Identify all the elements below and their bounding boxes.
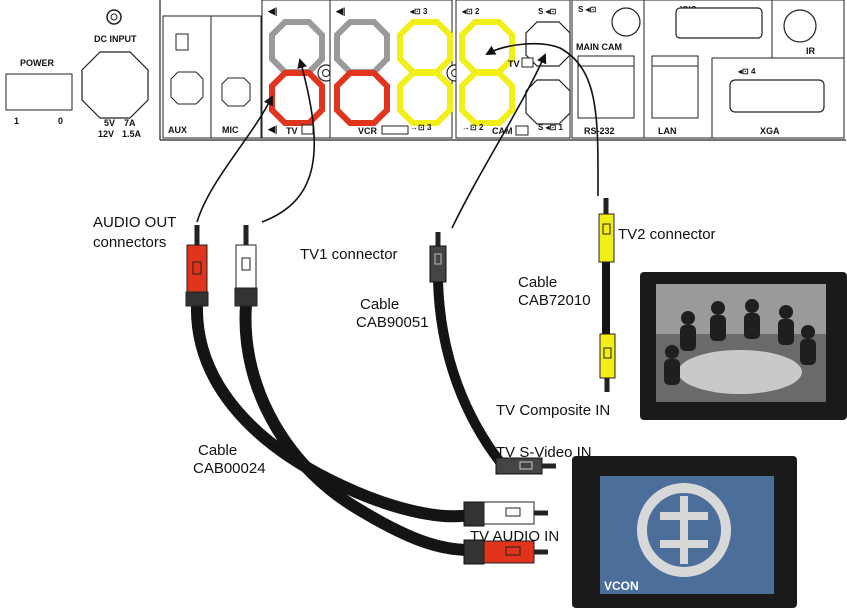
aux-port-icon <box>176 34 188 50</box>
tv-audio-left-jack <box>272 22 322 72</box>
svideo-in-jack <box>526 80 570 124</box>
power-off-label: 0 <box>58 116 63 126</box>
cam-in-2-label: ◂⊡ 2 <box>461 7 480 16</box>
rs232-label: RS-232 <box>584 126 615 136</box>
vcr-video-in-jack <box>400 22 450 72</box>
mic-section <box>211 16 261 138</box>
speaker-icon: ◀| <box>267 6 277 16</box>
cable-90051-word: Cable <box>360 296 399 313</box>
tv-icon <box>302 125 313 134</box>
aux-label: AUX <box>168 125 187 135</box>
s-out-label: S ◂⊡ 1 <box>538 123 564 132</box>
main-cam-s-label: S ◂⊡ <box>578 5 597 14</box>
tv-video-icon <box>522 58 533 67</box>
speaker-icon-2: ◀| <box>267 124 277 134</box>
vcr-audio-left-jack <box>337 22 387 72</box>
connectors-label: connectors <box>93 234 166 251</box>
vcr-video-out-jack <box>400 73 450 123</box>
tv-audio-right-jack <box>272 73 322 123</box>
vcr-icon <box>382 126 408 134</box>
tv-audio-label: TV <box>286 126 298 136</box>
vcr-speaker-icon: ◀| <box>335 6 345 16</box>
cable-72010-id: CAB72010 <box>518 292 591 309</box>
tv-monitor-svideo: VCON <box>572 456 797 608</box>
audio-out-red-plug <box>186 225 208 306</box>
cable-00024-word: Cable <box>198 442 237 459</box>
cam-out-2-label: →⊡ 2 <box>462 123 484 132</box>
cable-72010-word: Cable <box>518 274 557 291</box>
cam-composite-in-jack <box>462 73 512 123</box>
svideo-cable <box>438 280 500 462</box>
audio-out-label: AUDIO OUT <box>93 214 176 231</box>
dc-5v-label: 5V <box>104 118 115 128</box>
rear-panel: POWER 1 0 DC INPUT 5V 7A 12V 1.5A AUX MI… <box>6 0 846 140</box>
dc-input-label: DC INPUT <box>94 34 137 44</box>
lan-label: LAN <box>658 126 677 136</box>
rs232-port <box>578 56 634 118</box>
dc-7a-label: 7A <box>124 118 136 128</box>
xga-port <box>730 80 824 112</box>
serial-port <box>676 8 762 38</box>
power-switch <box>6 74 72 110</box>
meeting-table <box>678 350 802 394</box>
s-in-label: S ◂⊡ <box>538 7 557 16</box>
cable-90051-id: CAB90051 <box>356 314 429 331</box>
aux-jack <box>171 72 203 104</box>
dc-input-socket <box>82 52 148 118</box>
vcr-audio-right-jack <box>337 73 387 123</box>
main-cam-svideo-jack <box>612 8 640 36</box>
tv-video-label: TV <box>508 59 520 69</box>
mic-label: MIC <box>222 125 239 135</box>
audio-out-white-plug <box>235 225 257 306</box>
audio-cable-white <box>197 305 470 516</box>
main-cam-label: MAIN CAM <box>576 42 622 52</box>
cam-icon <box>516 126 528 135</box>
mic-jack <box>222 78 250 106</box>
power-on-label: 1 <box>14 116 19 126</box>
tv1-connector-plug <box>430 232 446 282</box>
vcr-in-3-label: ◂⊡ 3 <box>409 7 428 16</box>
vcr-out-3-label: →⊡ 3 <box>410 123 432 132</box>
tv-audio-in-label: TV AUDIO IN <box>470 528 559 545</box>
lan-port <box>652 56 698 118</box>
tv1-connector-label: TV1 connector <box>300 246 398 263</box>
tv-monitor-composite <box>640 272 847 420</box>
ir-label: IR <box>806 46 816 56</box>
tv-composite-in-label: TV Composite IN <box>496 402 610 419</box>
vcon-brand: VCON <box>604 579 639 593</box>
ir-sensor <box>784 10 816 42</box>
xga-label: XGA <box>760 126 780 136</box>
dc-15a-label: 1.5A <box>122 129 142 139</box>
tv-svideo-in-label: TV S-Video IN <box>496 444 592 461</box>
cable-00024-id: CAB00024 <box>193 460 266 477</box>
xga-in-4-label: ◂⊡ 4 <box>737 67 756 76</box>
power-label: POWER <box>20 58 55 68</box>
tv2-connector-label: TV2 connector <box>618 226 716 243</box>
tv-audio-in-white-plug <box>464 502 548 526</box>
dc-12v-label: 12V <box>98 129 114 139</box>
vcr-label: VCR <box>358 126 378 136</box>
